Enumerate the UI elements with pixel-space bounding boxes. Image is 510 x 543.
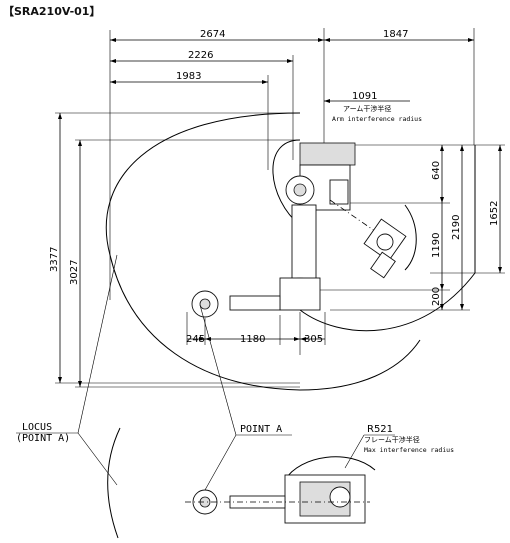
dim-1091: 1091: [352, 91, 377, 102]
left-dimensions: 3377 3027: [49, 112, 300, 388]
dim-1983: 1983: [176, 71, 201, 82]
callouts: LOCUS (POINT A) POINT A R521 フレーム干渉半径 Ma…: [16, 254, 454, 491]
locus-label-line2: (POINT A): [16, 433, 70, 444]
dim-640: 640: [431, 161, 442, 180]
dim-1652: 1652: [489, 201, 500, 226]
robot-body: [191, 142, 407, 318]
dim-200: 200: [431, 287, 442, 306]
dim-3377: 3377: [49, 247, 60, 272]
arm-radius-en: Arm interference radius: [332, 115, 422, 123]
frame-radius-jp: フレーム干渉半径: [364, 435, 420, 444]
frame-radius-en: Max interference radius: [364, 446, 454, 454]
dim-305: 305: [304, 334, 323, 345]
robot-plan-view: [185, 474, 370, 524]
dim-245: 245: [186, 334, 205, 345]
top-dimensions: 2674 1847 2226 1983 1091 アーム干渉半径 Arm int…: [109, 28, 475, 300]
work-envelope: [105, 112, 476, 539]
locus-label-line1: LOCUS: [22, 422, 52, 433]
dim-1847: 1847: [383, 29, 408, 40]
dim-2674: 2674: [200, 29, 225, 40]
right-dimensions: 640 1190 200 2190 1652: [300, 144, 505, 311]
arm-radius-jp: アーム干渉半径: [343, 104, 391, 113]
r521-label: R521: [367, 424, 393, 435]
dim-1180: 1180: [240, 334, 265, 345]
dim-2226: 2226: [188, 50, 213, 61]
dim-2190: 2190: [451, 215, 462, 240]
point-a-label: POINT A: [240, 424, 282, 435]
bottom-dimensions: 245 1180 305: [186, 312, 326, 355]
drawing-title: 【SRA210V-01】: [3, 5, 101, 18]
dim-1190: 1190: [431, 233, 442, 258]
dim-3027: 3027: [69, 260, 80, 285]
